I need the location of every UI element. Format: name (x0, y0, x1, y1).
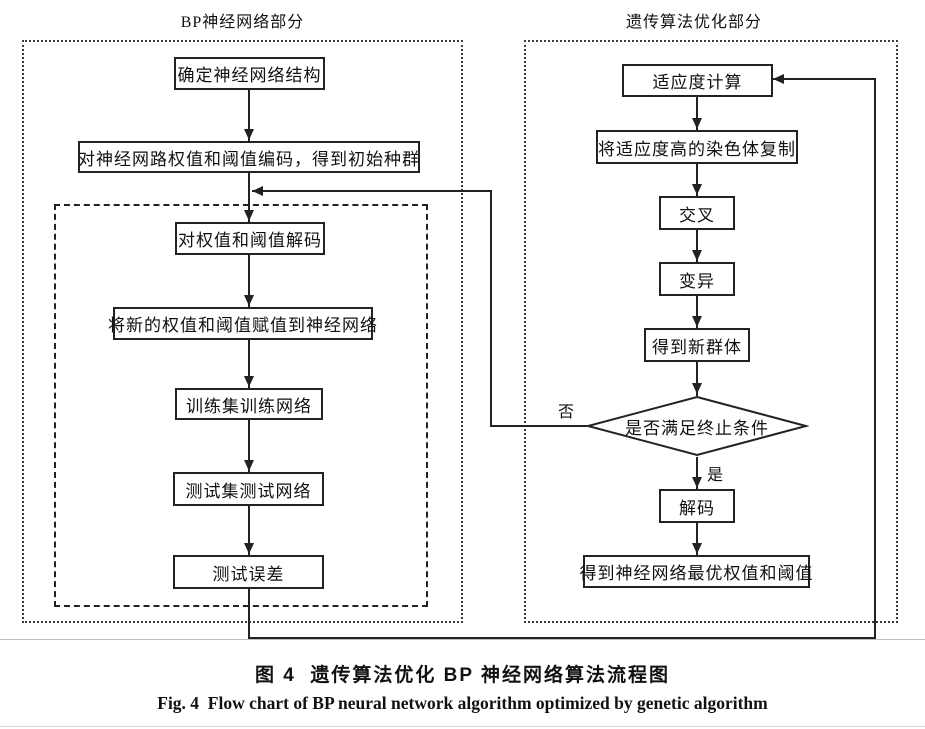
connector-line (696, 362, 698, 396)
left-section-title: BP神经网络部分 (180, 14, 305, 31)
feedback-line-right (874, 78, 876, 639)
no-branch-line (490, 191, 492, 427)
step-train-network: 训练集训练网络 (175, 388, 323, 420)
step-mutation: 变异 (659, 262, 735, 296)
branch-no-label: 否 (558, 404, 575, 421)
left-section-frame (22, 40, 463, 623)
step-test-error: 测试误差 (173, 555, 324, 589)
step-encode-weights-thresholds: 对神经网路权值和阈值编码，得到初始种群 (78, 141, 420, 173)
connector-line (696, 97, 698, 132)
right-section-frame (524, 40, 898, 623)
no-branch-line (252, 190, 492, 192)
connector-line (248, 340, 250, 390)
feedback-line-top (773, 78, 876, 80)
decision-termination-diamond (584, 395, 810, 457)
arrowhead-down-icon (692, 543, 702, 554)
step-define-network-structure: 确定神经网络结构 (174, 57, 325, 90)
connector-line (248, 90, 250, 142)
arrowhead-down-icon (244, 543, 254, 554)
connector-line (248, 420, 250, 474)
connector-line (248, 589, 250, 639)
caption-english: Fig. 4 Flow chart of BP neural network a… (157, 693, 768, 713)
branch-yes-label: 是 (707, 467, 724, 484)
arrowhead-down-icon (244, 376, 254, 387)
step-new-population: 得到新群体 (644, 328, 750, 362)
arrowhead-down-icon (692, 250, 702, 261)
arrowhead-left-icon (773, 74, 784, 84)
step-crossover: 交叉 (659, 196, 735, 230)
arrowhead-down-icon (692, 477, 702, 488)
feedback-line-bottom (248, 637, 876, 639)
connector-line (248, 506, 250, 557)
connector-line (696, 523, 698, 557)
caption-chinese: 图 4 遗传算法优化 BP 神经网络算法流程图 (254, 665, 670, 686)
step-assign-weights-to-network: 将新的权值和阈值赋值到神经网络 (108, 307, 377, 340)
inner-loop-frame (54, 204, 428, 607)
decision-termination-label: 是否满足终止条件 (625, 418, 769, 438)
footer-rule (0, 726, 925, 727)
arrowhead-down-icon (692, 383, 702, 394)
right-section-title: 遗传算法优化部分 (625, 14, 762, 31)
diamond-shape-icon (584, 395, 810, 457)
step-decode-weights-thresholds: 对权值和阈值解码 (175, 222, 325, 255)
connector-line (248, 255, 250, 309)
connector-line (248, 173, 250, 223)
step-decode: 解码 (659, 489, 735, 523)
step-test-network: 测试集测试网络 (173, 472, 324, 506)
step-copy-high-fitness-chromosomes: 将适应度高的染色体复制 (596, 130, 798, 164)
arrowhead-left-icon (252, 186, 263, 196)
step-fitness-calculation: 适应度计算 (622, 64, 773, 97)
arrowhead-down-icon (244, 129, 254, 140)
arrowhead-down-icon (244, 210, 254, 221)
page-artifact-line (0, 639, 925, 640)
connector-line (696, 230, 698, 264)
arrowhead-down-icon (244, 460, 254, 471)
arrowhead-down-icon (692, 118, 702, 129)
connector-line (696, 164, 698, 198)
step-optimal-weights-thresholds: 得到神经网络最优权值和阈值 (580, 555, 813, 588)
no-branch-line (490, 425, 587, 427)
connector-line (696, 457, 698, 491)
arrowhead-down-icon (692, 316, 702, 327)
arrowhead-down-icon (244, 295, 254, 306)
arrowhead-down-icon (692, 184, 702, 195)
connector-line (696, 296, 698, 330)
